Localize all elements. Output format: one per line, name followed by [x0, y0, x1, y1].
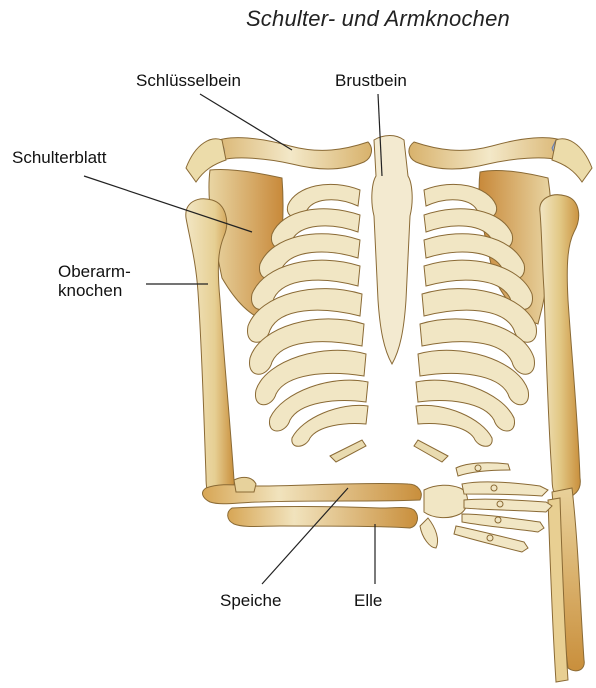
hand-left — [420, 463, 552, 552]
leader-radius — [262, 488, 348, 584]
clavicle-right — [409, 138, 570, 169]
clavicle-left — [206, 138, 371, 169]
acromion-right — [552, 139, 592, 182]
humerus-right — [540, 195, 580, 498]
forearm-right — [548, 488, 584, 682]
forearm-left — [203, 477, 422, 528]
sternum — [372, 136, 412, 365]
